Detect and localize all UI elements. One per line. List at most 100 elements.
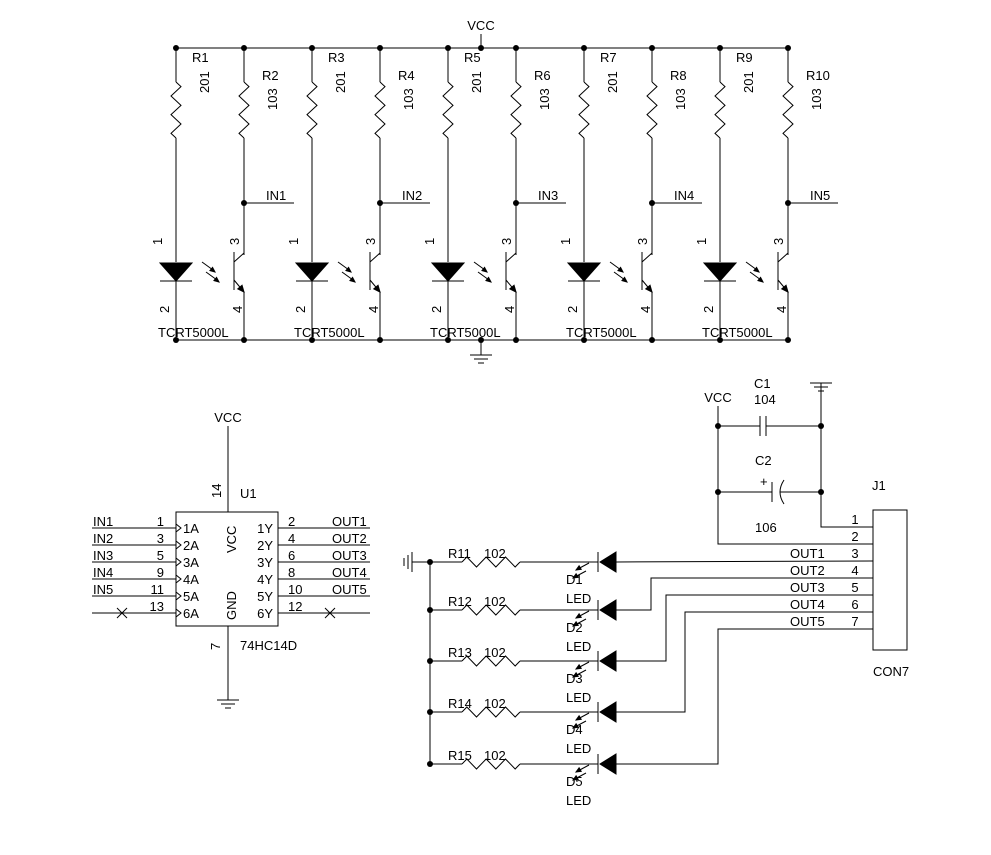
light-arrow	[209, 266, 216, 273]
pin-number: 4	[774, 306, 789, 313]
junction-dot	[377, 200, 383, 206]
junction-dot	[818, 489, 824, 495]
resistor-value: 102	[484, 645, 506, 660]
resistor-ref: R12	[448, 594, 472, 609]
junction-dot	[478, 45, 484, 51]
pin-number: 1	[558, 238, 573, 245]
junction-dot	[715, 489, 721, 495]
out-net-label: OUT2	[790, 563, 825, 578]
ir-led-diode	[430, 262, 466, 282]
pin-number: 8	[288, 565, 295, 580]
out-net-wire	[616, 577, 873, 611]
in-net-label: IN1	[266, 188, 286, 203]
out-net-label: OUT5	[790, 614, 825, 629]
pin-number: 4	[851, 563, 858, 578]
diode-label: LED	[566, 793, 591, 808]
junction-dot	[478, 337, 484, 343]
resistor-led-limit	[461, 655, 521, 667]
junction-dot	[818, 423, 824, 429]
light-arrow	[621, 276, 628, 283]
light-arrow	[571, 722, 580, 729]
junction-dot	[309, 45, 315, 51]
resistor-ref: R13	[448, 645, 472, 660]
resistor-ref: R1	[192, 50, 209, 65]
ic-ref: U1	[240, 486, 257, 501]
light-arrow	[757, 276, 764, 283]
cap-ref: C2	[755, 453, 772, 468]
indicator-led	[599, 701, 617, 723]
ir-led-diode	[566, 262, 602, 282]
pin-number: 4	[230, 306, 245, 313]
sensor-part: TCRT5000L	[430, 325, 501, 340]
emitter-arrow	[780, 284, 789, 293]
in-net-label: IN5	[810, 188, 830, 203]
resistor-led	[306, 81, 318, 139]
indicator-led	[599, 599, 617, 621]
pin-number: 4	[288, 531, 295, 546]
junction-dot	[513, 45, 519, 51]
light-arrow	[571, 671, 580, 678]
resistor-value: 201	[197, 71, 212, 93]
light-arrow	[345, 266, 352, 273]
junction-dot	[241, 337, 247, 343]
light-arrow	[481, 266, 488, 273]
resistor-led	[578, 81, 590, 139]
phototransistor-collector	[233, 252, 245, 263]
resistor-pullup	[646, 81, 658, 139]
diode-ref: D3	[566, 671, 583, 686]
out-net-label: OUT4	[332, 565, 367, 580]
ic-part: 74HC14D	[240, 638, 297, 653]
light-arrow	[571, 774, 580, 781]
ic-pin-marker	[175, 591, 182, 601]
emitter-arrow	[644, 284, 653, 293]
resistor-pullup	[238, 81, 250, 139]
resistor-value: 102	[484, 696, 506, 711]
emitter-arrow	[508, 284, 517, 293]
out-net-label: OUT1	[790, 546, 825, 561]
cap-ref: C1	[754, 376, 771, 391]
pin-name: 3A	[183, 555, 199, 570]
vcc-label: VCC	[214, 410, 241, 425]
capacitor-c2-curve	[779, 479, 785, 505]
wires	[92, 34, 908, 781]
ic-pin-marker	[175, 608, 182, 618]
pin-name: 6A	[183, 606, 199, 621]
sensor-part: TCRT5000L	[294, 325, 365, 340]
resistor-value: 201	[333, 71, 348, 93]
resistor-ref: R14	[448, 696, 472, 711]
diode-label: LED	[566, 690, 591, 705]
junction-dot	[445, 45, 451, 51]
ic-pin-marker	[175, 540, 182, 550]
pin-number: 2	[157, 306, 172, 313]
ic-pin-marker	[175, 557, 182, 567]
junction-dot	[513, 200, 519, 206]
pin-name: 5A	[183, 589, 199, 604]
pin-number: 1	[286, 238, 301, 245]
junction-dot	[173, 45, 179, 51]
ic-vcc-label: VCC	[224, 526, 239, 553]
phototransistor-collector	[777, 252, 789, 263]
pin-number: 6	[288, 548, 295, 563]
junction-dot	[785, 45, 791, 51]
pin-number: 3	[363, 238, 378, 245]
resistor-ref: R9	[736, 50, 753, 65]
in-net-label: IN1	[93, 514, 113, 529]
resistor-led-limit	[461, 604, 521, 616]
emitter-arrow	[236, 284, 245, 293]
diode-ref: D5	[566, 774, 583, 789]
out-net-label: OUT1	[332, 514, 367, 529]
out-net-label: OUT2	[332, 531, 367, 546]
pin-number: 4	[638, 306, 653, 313]
phototransistor-collector	[641, 252, 653, 263]
resistor-ref: R15	[448, 748, 472, 763]
resistor-ref: R2	[262, 68, 279, 83]
in-net-label: IN3	[538, 188, 558, 203]
junction-dot	[717, 337, 723, 343]
sensor-part: TCRT5000L	[566, 325, 637, 340]
pin-number: 1	[157, 514, 164, 529]
resistor-value: 201	[469, 71, 484, 93]
junction-dot	[241, 45, 247, 51]
in-net-label: IN4	[674, 188, 694, 203]
junction-dot	[377, 45, 383, 51]
